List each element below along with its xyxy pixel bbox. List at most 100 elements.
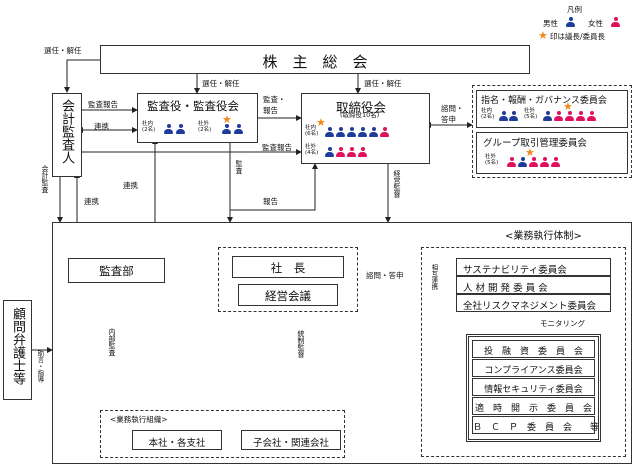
cooperate-label-3: 連携 [84, 197, 99, 206]
audit-report-label-3: 監査報告 [262, 143, 292, 152]
sustainability-committee: サステナビリティ委員会 [456, 258, 611, 276]
legend-star-note: 印は議長/委員長 [550, 32, 606, 41]
auditor-label: 会計監査人 [59, 99, 74, 164]
risk-management-committee: 全社リスクマネジメント委員会 [456, 294, 611, 312]
female-icon [507, 157, 516, 167]
male-icon [325, 127, 334, 137]
advice-label: 助言・指導 [35, 350, 44, 383]
elect-label-2: 選任・解任 [202, 79, 240, 88]
group-transaction-committee: グループ取引管理委員会 社外 (5名) ★ [476, 132, 628, 174]
female-icon [565, 111, 574, 121]
legend-male-label: 男性 [543, 19, 558, 28]
subsidiaries: 子会社・関連会社 [241, 430, 341, 450]
audit-internal-label: 社内 (2名) [142, 121, 156, 133]
nomination-committee: 指名・報酬・ガバナンス委員会 社内 (2名) 社外 (5名) ★ [476, 90, 628, 128]
exec-committee-label-0: サステナビリティ委員会 [463, 265, 567, 276]
sub-committee-label-1: コンプライアンス委員会 [484, 366, 583, 376]
male-icon [347, 127, 356, 137]
male-icon [509, 111, 518, 121]
star-icon: ★ [316, 116, 326, 129]
elect-label-1: 選任・解任 [44, 46, 82, 55]
hr-development-committee: 人 材 開 発 委 員 会 [456, 276, 611, 294]
male-icon [369, 127, 378, 137]
audit-external-label: 社外 (2名) [198, 121, 212, 133]
consult-label-2: 諮問・答申 [366, 271, 404, 280]
male-icon [336, 127, 345, 137]
supervise-label: 経営監督 [393, 170, 401, 198]
female-icon [380, 127, 389, 137]
female-icon [576, 111, 585, 121]
male-icon [234, 124, 243, 134]
mutual-label: 相互連携 [429, 264, 438, 290]
female-icon [587, 111, 596, 121]
exec-committee-label-2: 全社リスクマネジメント委員会 [463, 301, 597, 312]
star-icon: ★ [525, 146, 535, 159]
cooperate-label-2: 連携 [123, 181, 138, 190]
legend-female-label: 女性 [588, 19, 603, 28]
committee1-internal: 社内 (2名) [481, 108, 495, 120]
board-external-label: 社外 (4名) [305, 144, 319, 156]
board-of-directors: 取締役会 (取締役10名) 社内 (6名) ★ 社外 (4名) [301, 93, 430, 164]
male-icon [518, 157, 527, 167]
committee1-external: 社外 (5名) [524, 108, 538, 120]
male-icon [325, 147, 334, 157]
bcp-committee: Ｂ Ｃ Ｐ 委 員 会 等 [472, 416, 600, 434]
control-label: 統制監督 [297, 330, 305, 358]
legal-advisor: 顧問弁護士等 [3, 300, 32, 400]
male-icon [164, 124, 173, 134]
male-icon [176, 124, 185, 134]
audit-dept-label: 監査部 [99, 264, 134, 278]
compliance-committee: コンプライアンス委員会 [472, 359, 595, 377]
exec-org-title: <業務執行組織> [110, 415, 168, 424]
committee1-title: 指名・報酬・ガバナンス委員会 [481, 96, 607, 106]
board-title: 取締役会 [336, 100, 387, 115]
president: 社 長 [232, 256, 344, 278]
sub-committee-label-2: 情報セキュリティ委員会 [484, 385, 583, 395]
cooperate-label-1: 連携 [94, 122, 109, 131]
sub-committee-label-4: Ｂ Ｃ Ｐ 委 員 会 等 [473, 423, 600, 433]
star-icon: ★ [563, 100, 573, 113]
male-icon [499, 111, 508, 121]
board-internal-label: 社内 (6名) [305, 125, 319, 137]
legend-title: 凡例 [567, 5, 582, 14]
female-icon [551, 157, 560, 167]
board-subtitle: (取締役10名) [340, 111, 380, 119]
headquarters: 本社・各支社 [132, 430, 222, 450]
shareholders-meeting: 株 主 総 会 [100, 45, 530, 74]
audit-report-label: 監査報告 [88, 100, 118, 109]
committee2-external: 社外 (5名) [485, 154, 499, 166]
audit-label: 監査 [235, 160, 243, 174]
female-icon [540, 157, 549, 167]
audit-board: 監査役・監査役会 社内 (2名) 社外 (2名) ★ [137, 93, 258, 143]
investment-committee: 投 融 資 委 員 会 [472, 340, 595, 358]
female-icon [611, 17, 620, 27]
female-icon [554, 111, 563, 121]
info-security-committee: 情報セキュリティ委員会 [472, 378, 595, 396]
mgmt-council-label: 経営会議 [265, 289, 311, 303]
audit-board-label: 監査役・監査役会 [147, 99, 239, 113]
male-icon [566, 17, 575, 27]
shareholders-label: 株 主 総 会 [262, 53, 368, 71]
male-icon [222, 124, 231, 134]
subsidiaries-label: 子会社・関連会社 [252, 438, 329, 449]
star-icon: ★ [538, 29, 548, 42]
committee2-title: グループ取引管理委員会 [483, 138, 587, 149]
exec-title: <業務執行体制> [505, 231, 582, 242]
management-council: 経営会議 [238, 284, 338, 306]
disclosure-committee: 適 時 開 示 委 員 会 [472, 397, 595, 415]
hq-label: 本社・各支社 [148, 438, 206, 449]
female-icon [358, 147, 367, 157]
accounting-audit-label: 会計監査 [41, 165, 49, 193]
president-label: 社 長 [270, 261, 306, 275]
sub-committee-label-0: 投 融 資 委 員 会 [483, 347, 583, 357]
male-icon [543, 111, 552, 121]
audit-department: 監査部 [68, 258, 165, 283]
lawyer-label: 顧問弁護士等 [10, 307, 25, 385]
consult-label: 諮問・ 答申 [441, 104, 464, 124]
star-icon: ★ [222, 113, 232, 126]
exec-committee-label-1: 人 材 開 発 委 員 会 [463, 283, 548, 294]
female-icon [347, 147, 356, 157]
accounting-auditor: 会計監査人 [52, 93, 82, 177]
internal-audit-label: 内部監査 [108, 328, 116, 356]
audit-report-label-2: 監査・ 報告 [263, 95, 286, 115]
